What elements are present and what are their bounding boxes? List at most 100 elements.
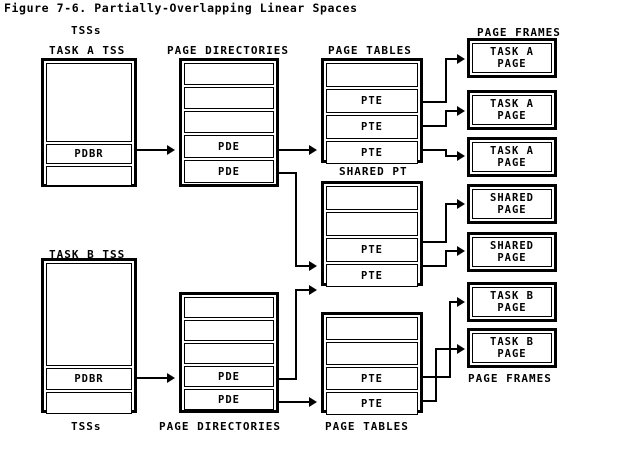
task-b-tss-box[interactable]: PDBR	[41, 258, 137, 414]
connector-pte-b1-v	[449, 301, 451, 378]
tss-b-cell-empty-1	[46, 263, 132, 366]
page-frame-5-line2: PAGE	[497, 252, 527, 264]
page-frame-5-line1: SHARED	[490, 240, 534, 252]
connector-pte-b2-h1	[423, 400, 437, 402]
page-frame-7[interactable]: TASK B PAGE	[467, 328, 557, 368]
pt-b-cell-pte-2[interactable]: PTE	[326, 392, 418, 415]
connector-pde-b1-h1	[279, 378, 297, 380]
connector-pde-b1-h2	[295, 289, 311, 291]
pt-b-cell-pte-1[interactable]: PTE	[326, 367, 418, 390]
page-frame-4-line2: PAGE	[497, 204, 527, 216]
arrow-pte-s1-to-frame4-icon	[457, 199, 465, 209]
connector-pte-s1-v	[445, 203, 447, 243]
connector-pte-a1-h1	[423, 101, 447, 103]
arrow-pte-s2-to-frame5-icon	[457, 246, 465, 256]
pd-b-cell-empty-3	[184, 343, 274, 364]
pt-b-cell-empty-2	[326, 342, 418, 365]
page-frame-3-line1: TASK A	[490, 145, 534, 157]
connector-pte-a3-h2	[445, 155, 459, 157]
connector-pde-a2-h2	[295, 265, 311, 267]
task-a-tss-box[interactable]: PDBR	[41, 58, 137, 187]
page-frame-6-line1: TASK B	[490, 290, 534, 302]
connector-pte-b1-h2	[449, 301, 459, 303]
page-frame-6-inner: TASK B PAGE	[472, 287, 552, 317]
tss-bottom-label: TSSs	[71, 420, 102, 433]
arrow-pte-a2-to-frame2-icon	[457, 106, 465, 116]
connector-pte-a1-h2	[445, 58, 459, 60]
connector-pde-a2-v	[295, 172, 297, 267]
page-frame-4[interactable]: SHARED PAGE	[467, 184, 557, 224]
page-frame-6[interactable]: TASK B PAGE	[467, 282, 557, 322]
page-frame-5-inner: SHARED PAGE	[472, 237, 552, 267]
pd-b-cell-empty-2	[184, 320, 274, 341]
page-frame-5[interactable]: SHARED PAGE	[467, 232, 557, 272]
connector-pte-s2-h1	[423, 265, 447, 267]
page-frame-2[interactable]: TASK A PAGE	[467, 90, 557, 130]
connector-pte-a2-v	[445, 110, 447, 127]
arrow-pde-b1-to-shared-pt-icon	[309, 285, 317, 295]
page-frames-top-label: PAGE FRAMES	[477, 26, 561, 39]
page-frames-bottom-label: PAGE FRAMES	[468, 372, 552, 385]
tss-b-cell-empty-2	[46, 392, 132, 414]
pd-b-cell-pde-1[interactable]: PDE	[184, 366, 274, 387]
page-frame-3-line2: PAGE	[497, 157, 527, 169]
arrow-pte-b1-to-frame6-icon	[457, 297, 465, 307]
arrow-pde-b2-to-pt-icon	[309, 397, 317, 407]
page-frame-6-line2: PAGE	[497, 302, 527, 314]
pd-b-cell-pde-2[interactable]: PDE	[184, 389, 274, 410]
arrow-pte-b2-to-frame7-icon	[457, 344, 465, 354]
arrow-pte-a3-to-frame3-icon	[457, 151, 465, 161]
task-b-tss-label: TASK B TSS	[49, 248, 126, 261]
page-frame-7-inner: TASK B PAGE	[472, 333, 552, 363]
shared-page-table-box[interactable]: PTE PTE	[321, 181, 423, 287]
page-frame-1-line1: TASK A	[490, 46, 534, 58]
figure-title: Figure 7-6. Partially-Overlapping Linear…	[4, 1, 358, 15]
page-directory-a-box[interactable]: PDE PDE	[179, 58, 279, 187]
page-frame-1[interactable]: TASK A PAGE	[467, 38, 557, 78]
page-frame-3[interactable]: TASK A PAGE	[467, 137, 557, 177]
shared-pt-cell-empty-2	[326, 212, 418, 236]
page-table-b-box[interactable]: PTE PTE	[321, 312, 423, 415]
pt-a-cell-pte-1[interactable]: PTE	[326, 89, 418, 113]
page-frame-7-line1: TASK B	[490, 336, 534, 348]
pt-a-cell-pte-3[interactable]: PTE	[326, 141, 418, 164]
pt-a-cell-pte-2[interactable]: PTE	[326, 115, 418, 139]
task-a-tss-label: TASK A TSS	[49, 44, 126, 57]
tss-cell-empty-2	[46, 166, 132, 186]
connector-pdbr-a-to-pd	[137, 149, 169, 151]
connector-pde-a2-h1	[279, 172, 297, 174]
tss-cell-pdbr[interactable]: PDBR	[46, 144, 132, 164]
page-directories-bottom-label: PAGE DIRECTORIES	[159, 420, 281, 433]
pd-a-cell-empty-1	[184, 63, 274, 85]
page-tables-bottom-label: PAGE TABLES	[325, 420, 409, 433]
page-directory-b-box[interactable]: PDE PDE	[179, 292, 279, 413]
page-frame-3-inner: TASK A PAGE	[472, 142, 552, 172]
arrow-pte-a1-to-frame1-icon	[457, 54, 465, 64]
tss-top-label: TSSs	[71, 24, 102, 37]
page-frame-4-line1: SHARED	[490, 192, 534, 204]
page-table-a-box[interactable]: PTE PTE PTE	[321, 58, 423, 164]
connector-pde-b2-to-pt	[279, 401, 311, 403]
shared-pt-cell-pte-2[interactable]: PTE	[326, 264, 418, 287]
connector-pte-s1-h1	[423, 241, 447, 243]
connector-pte-a3-v	[445, 149, 447, 157]
connector-pte-a2-h2	[445, 110, 459, 112]
pd-a-cell-empty-3	[184, 111, 274, 133]
shared-pt-label: SHARED PT	[339, 165, 408, 178]
page-frame-2-line1: TASK A	[490, 98, 534, 110]
arrow-pde-a1-to-pt-icon	[309, 145, 317, 155]
pd-a-cell-pde-1[interactable]: PDE	[184, 135, 274, 158]
page-tables-top-label: PAGE TABLES	[328, 44, 412, 57]
pd-a-cell-empty-2	[184, 87, 274, 109]
pd-a-cell-pde-2[interactable]: PDE	[184, 160, 274, 183]
tss-b-cell-pdbr[interactable]: PDBR	[46, 368, 132, 390]
connector-pdbr-b-to-pd	[137, 377, 169, 379]
page-frame-4-inner: SHARED PAGE	[472, 189, 552, 219]
pt-a-cell-empty-1	[326, 63, 418, 87]
shared-pt-cell-pte-1[interactable]: PTE	[326, 238, 418, 262]
arrow-pde-a2-to-shared-pt-icon	[309, 261, 317, 271]
connector-pte-a1-v	[445, 58, 447, 103]
arrow-pdbr-b-to-pd-icon	[167, 373, 175, 383]
connector-pte-b2-h2	[435, 348, 459, 350]
page-frame-2-inner: TASK A PAGE	[472, 95, 552, 125]
